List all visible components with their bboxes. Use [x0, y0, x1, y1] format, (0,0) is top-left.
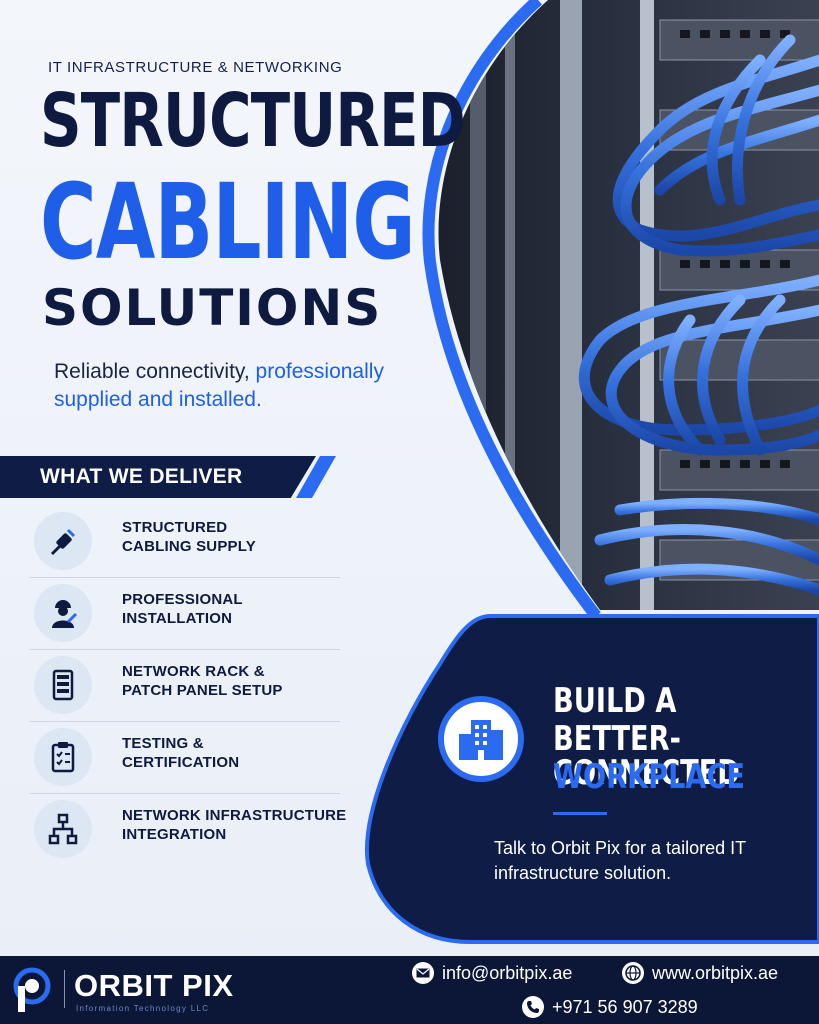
- service-item-integration: NETWORK INFRASTRUCTURE INTEGRATION: [30, 794, 346, 866]
- service-label: NETWORK RACK & PATCH PANEL SETUP: [122, 663, 283, 699]
- service-item-rack-setup: NETWORK RACK & PATCH PANEL SETUP: [30, 650, 340, 722]
- footer-bar: ORBIT PIX Information Technology LLC inf…: [0, 956, 819, 1024]
- clipboard-checklist-icon: [34, 728, 92, 786]
- service-label: TESTING & CERTIFICATION: [122, 735, 240, 771]
- deliver-banner: WHAT WE DELIVER: [0, 456, 336, 498]
- cta-subtext: Talk to Orbit Pix for a tailored IT infr…: [494, 838, 746, 883]
- phone-text: +971 56 907 3289: [552, 996, 698, 1017]
- service-label: PROFESSIONAL INSTALLATION: [122, 591, 243, 627]
- deliver-banner-bg: [0, 456, 316, 498]
- network-hierarchy-icon: [34, 800, 92, 858]
- tagline-highlight-1: professionally: [255, 360, 384, 383]
- contact-website[interactable]: www.orbitpix.ae: [622, 962, 778, 984]
- cta-card: BUILD A BETTER-CONNECTED WORKPLACE Talk …: [360, 614, 819, 944]
- title-cabling: CABLING: [40, 161, 416, 283]
- contact-phone[interactable]: +971 56 907 3289: [522, 996, 698, 1018]
- cta-line-2: BETTER-CONNECTED: [553, 719, 740, 793]
- office-building-icon: [438, 696, 524, 782]
- brand-subtitle: Information Technology LLC: [76, 1004, 210, 1013]
- globe-icon: [622, 962, 644, 984]
- service-label: NETWORK INFRASTRUCTURE INTEGRATION: [122, 807, 347, 843]
- cable-plug-icon: [34, 512, 92, 570]
- title-solutions: SOLUTIONS: [42, 279, 383, 337]
- logo-divider: [64, 970, 65, 1008]
- website-text: www.orbitpix.ae: [652, 962, 779, 983]
- service-item-cabling-supply: STRUCTURED CABLING SUPPLY: [30, 506, 340, 578]
- title-structured: STRUCTURED: [40, 78, 466, 164]
- tagline: Reliable connectivity, professionally su…: [54, 358, 454, 414]
- technician-icon: [34, 584, 92, 642]
- tagline-plain: Reliable connectivity,: [54, 360, 256, 383]
- email-icon: [412, 962, 434, 984]
- deliver-heading: WHAT WE DELIVER: [40, 465, 243, 488]
- service-item-installation: PROFESSIONAL INSTALLATION: [30, 578, 340, 650]
- cta-divider: [553, 812, 607, 815]
- email-text: info@orbitpix.ae: [442, 962, 573, 983]
- phone-icon: [522, 996, 544, 1018]
- cta-line-3: WORKPLACE: [553, 757, 746, 797]
- server-rack-photo: [422, 0, 819, 620]
- service-label: STRUCTURED CABLING SUPPLY: [122, 519, 256, 555]
- contact-email[interactable]: info@orbitpix.ae: [412, 962, 572, 984]
- server-rack-icon: [34, 656, 92, 714]
- tagline-highlight-2: supplied and installed.: [54, 388, 262, 411]
- cta-line-1: BUILD A: [553, 681, 677, 721]
- service-item-testing: TESTING & CERTIFICATION: [30, 722, 340, 794]
- brand-name: ORBIT PIX: [74, 968, 234, 1003]
- section-kicker: IT INFRASTRUCTURE & NETWORKING: [48, 59, 343, 76]
- orbit-pix-logo-icon: [13, 967, 51, 1012]
